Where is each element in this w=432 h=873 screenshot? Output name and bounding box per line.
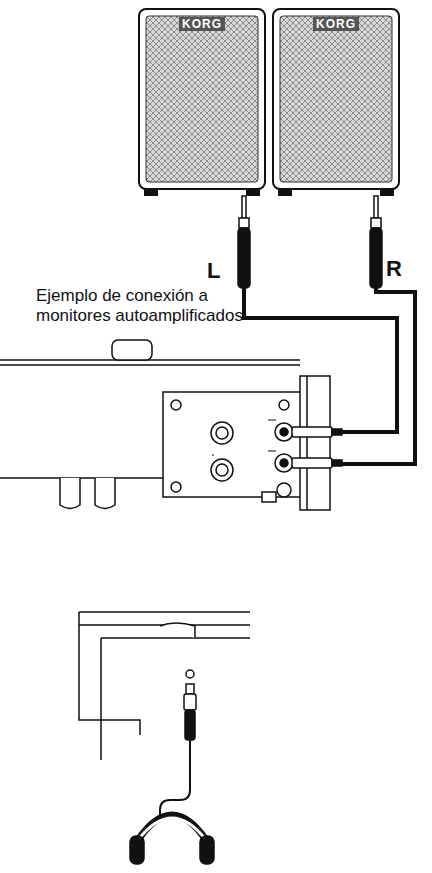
channel-label: R	[386, 256, 402, 282]
keyboard-front-headphones	[79, 612, 250, 864]
brand-band: KORG	[272, 17, 400, 31]
brand-band: KORG	[138, 17, 266, 31]
channel-label: L	[207, 258, 220, 284]
keyboard-side	[0, 340, 342, 510]
speaker-plugs	[238, 196, 382, 288]
brand-logo: KORG	[313, 17, 359, 31]
brand-logo: KORG	[179, 17, 225, 31]
speaker-monitor: KORG	[138, 8, 266, 198]
caption-note: Ejemplo de conexión a monitores autoampl…	[36, 286, 246, 326]
speaker-cabinet	[272, 8, 400, 198]
speaker-cabinet	[138, 8, 266, 198]
speaker-monitor: KORG	[272, 8, 400, 198]
